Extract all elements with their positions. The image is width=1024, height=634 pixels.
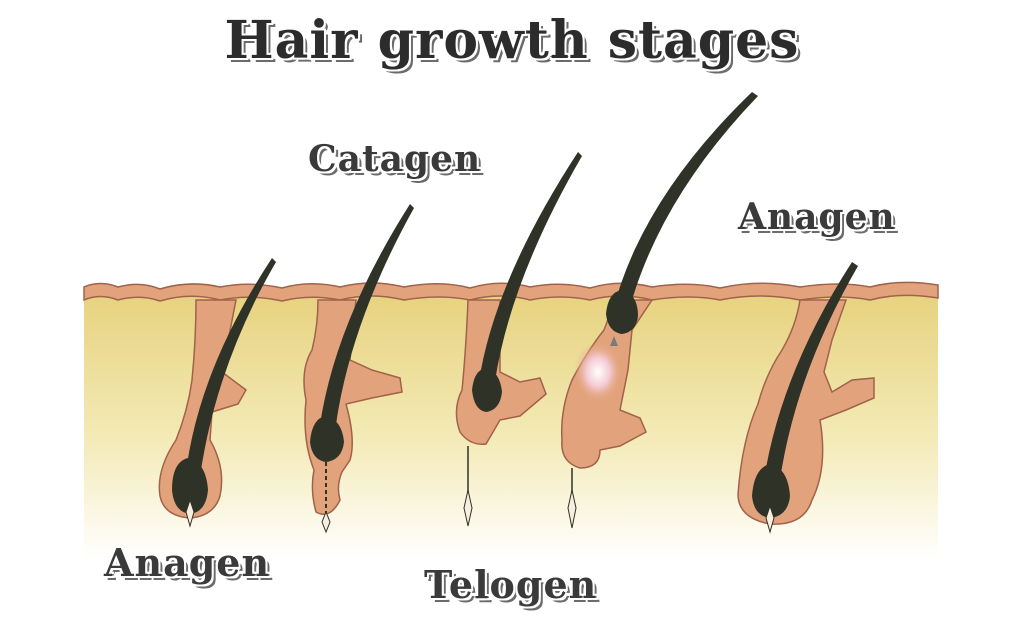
dermal-papilla xyxy=(185,498,195,528)
hair-shaft xyxy=(762,262,858,494)
club-hair-bulb xyxy=(606,290,638,334)
follicle-catagen xyxy=(303,204,414,534)
follicle-telogen-1 xyxy=(455,152,582,527)
label-anagen-left: Anagen xyxy=(104,540,271,585)
hair-bulb xyxy=(172,458,208,514)
skin-layer xyxy=(84,287,938,560)
follicle-anagen-right xyxy=(737,262,875,534)
hair-shaft xyxy=(184,258,276,492)
hair-bulb xyxy=(752,464,790,518)
dermal-papilla xyxy=(567,489,577,529)
hair-bulb xyxy=(310,416,344,462)
diagram-title: Hair growth stages xyxy=(224,10,800,71)
new-germ-glow xyxy=(574,342,622,402)
dermal-papilla xyxy=(765,504,775,534)
label-telogen: Telogen xyxy=(424,562,598,607)
follicle-telogen-2 xyxy=(560,92,758,529)
hair-shaft xyxy=(318,204,414,440)
club-hair-bulb xyxy=(472,368,502,412)
label-catagen: Catagen xyxy=(308,138,482,180)
shedding-arrow xyxy=(610,336,618,346)
label-anagen-right: Anagen xyxy=(738,196,896,238)
hair-shaft xyxy=(612,92,758,314)
dermal-papilla xyxy=(321,510,331,534)
follicle-anagen-left xyxy=(158,258,276,528)
dermal-papilla xyxy=(463,489,473,527)
hair-shaft xyxy=(478,152,582,388)
